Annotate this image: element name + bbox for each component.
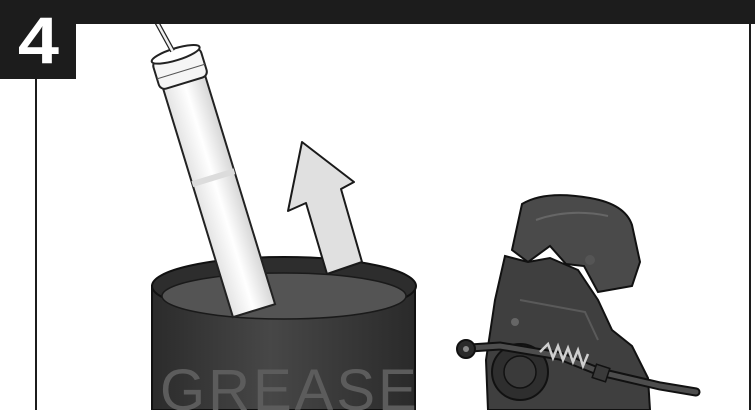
grease-surface <box>162 273 406 319</box>
grease-bucket: GREASE <box>152 257 420 410</box>
grease-gun <box>457 195 696 410</box>
up-arrow-icon <box>288 142 362 274</box>
frame-left-border <box>35 79 37 410</box>
step-number: 4 <box>18 7 58 73</box>
top-bar <box>0 0 755 24</box>
bucket-label: GREASE <box>160 358 420 410</box>
step-number-badge: 4 <box>0 0 76 79</box>
frame-right-border <box>749 24 751 410</box>
